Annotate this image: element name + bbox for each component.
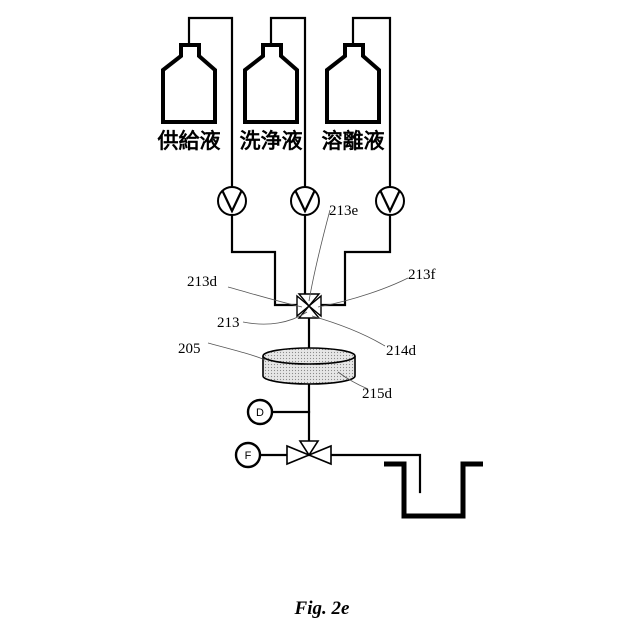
collection-tray: [384, 464, 483, 516]
figure-caption: Fig. 2e: [294, 598, 350, 619]
leader-205: [208, 343, 265, 360]
ref-213f: 213f: [408, 267, 436, 283]
label-supply-liquid: 供給液: [157, 129, 221, 153]
ref-213e: 213e: [329, 203, 359, 219]
ref-205: 205: [178, 341, 201, 357]
four-way-valve: [297, 294, 321, 318]
ref-213: 213: [217, 315, 240, 331]
tubing: [189, 18, 420, 492]
leader-213e: [309, 210, 330, 301]
pump-wash: [291, 187, 319, 215]
gauge-f-label: F: [245, 450, 252, 462]
pump-elution: [376, 187, 404, 215]
tube-elution-bottom: [318, 215, 390, 305]
gauge-f: F: [236, 443, 260, 467]
pump-supply: [218, 187, 246, 215]
gauge-d: D: [248, 400, 272, 424]
leader-213f: [318, 278, 408, 307]
ref-213d: 213d: [187, 274, 218, 290]
gauge-d-label: D: [256, 407, 264, 419]
bottle-supply: [163, 45, 215, 122]
label-elution-liquid: 溶離液: [322, 129, 385, 153]
leader-213d: [228, 287, 302, 307]
label-wash-liquid: 洗浄液: [240, 129, 303, 153]
column: [263, 348, 355, 384]
ref-214d: 214d: [386, 343, 417, 359]
leader-214d: [312, 316, 385, 346]
ref-215d: 215d: [362, 386, 393, 402]
bottle-elution: [327, 45, 379, 122]
bottle-wash: [245, 45, 297, 122]
three-way-valve: [287, 441, 331, 464]
tube-supply-bottom: [232, 215, 300, 305]
